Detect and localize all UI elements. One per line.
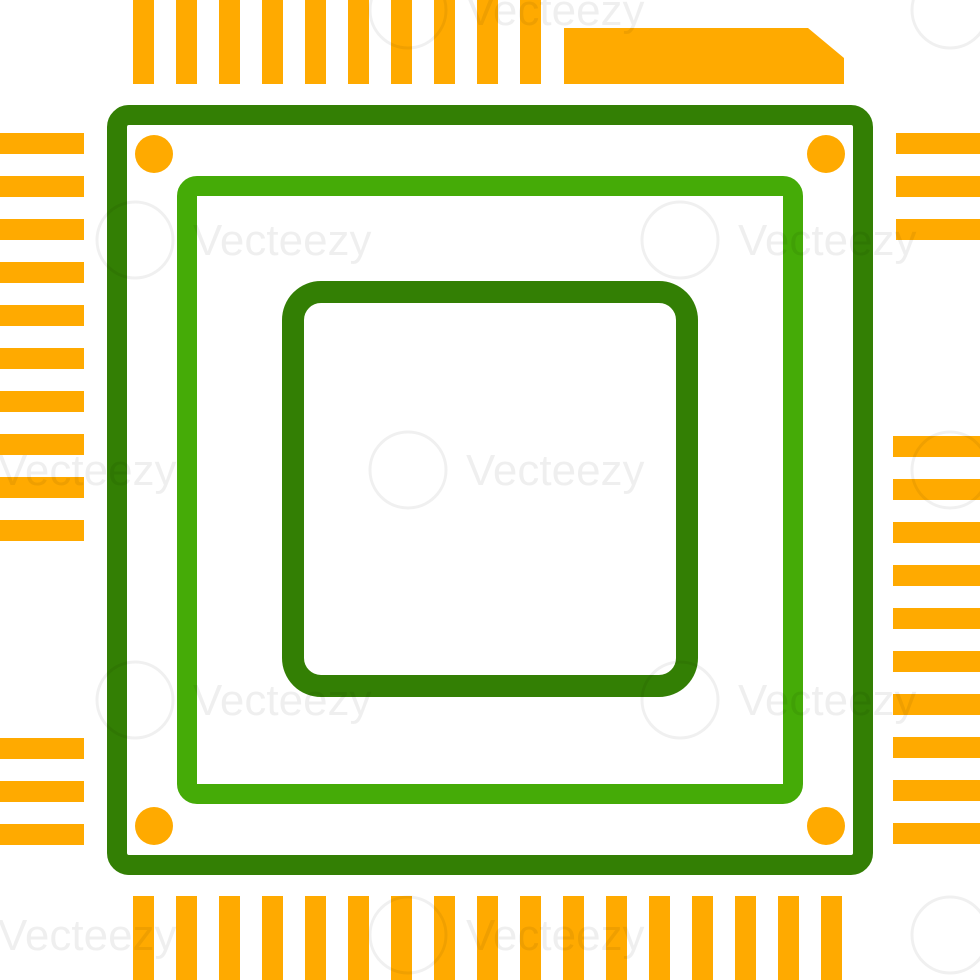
pin-left [0,176,84,197]
outer-frame [107,105,873,875]
pin-left [0,219,84,240]
pin-top [434,0,455,84]
pin-top [305,0,326,84]
pin-bottom [563,896,584,980]
pin-right-lower [893,608,980,629]
watermark-logo-icon [640,660,720,740]
watermark-tile: Vecteezy [640,200,917,280]
watermark-tile: Vecteezy [368,0,645,50]
watermark-text: Vecteezy [738,216,917,265]
corner-dots [135,135,845,845]
corner-dot [135,135,173,173]
pin-left [0,520,84,541]
watermark-text: Vecteezy [193,676,372,725]
pin-top [477,0,498,84]
watermark-logo-icon [368,0,448,50]
watermark-text: Vecteezy [466,446,645,495]
pin-bottom [262,896,283,980]
pin-left-lower [0,781,84,802]
watermark-tile: Vecteezy [910,895,980,975]
corner-dot [135,807,173,845]
pin-top [262,0,283,84]
pin-bottom [649,896,670,980]
pin-left [0,262,84,283]
pin-bottom [391,896,412,980]
watermark-text: Vecteezy [193,216,372,265]
watermark-tile: Vecteezy [0,446,177,495]
middle-frame [177,176,803,804]
watermark-text: Vecteezy [466,0,645,35]
pin-top [219,0,240,84]
watermark-logo-icon [95,660,175,740]
watermark-logo-icon [640,200,720,280]
pin-bottom [692,896,713,980]
pin-right-upper [896,219,980,240]
watermark-logo-icon [910,0,980,50]
watermark-tile: Vecteezy [910,0,980,50]
watermark-text: Vecteezy [0,911,177,960]
pin-bottom [434,896,455,980]
pin-bottom [348,896,369,980]
corner-dot [807,135,845,173]
pin-right-upper [896,133,980,154]
pin-bottom [176,896,197,980]
inner-die [282,281,698,697]
pin-right-lower [893,522,980,543]
pin-left-lower [0,738,84,759]
pin-top [348,0,369,84]
pin-top [520,0,541,84]
pin-left [0,133,84,154]
watermark-tile: Vecteezy [0,911,177,960]
pin-top [133,0,154,84]
watermark-logo-icon [910,430,980,510]
watermark-tile: Vecteezy [95,660,372,740]
pin-left [0,477,84,498]
watermark-logo-icon [95,200,175,280]
watermark-tile: Vecteezy [368,430,645,510]
watermark-tile: Vecteezy [910,430,980,510]
pin-left-lower [0,824,84,845]
pin-left [0,305,84,326]
pin-bottom [735,896,756,980]
corner-dot [807,807,845,845]
watermark-logo-icon [368,430,448,510]
pin-bottom [305,896,326,980]
pin-right-lower [893,479,980,500]
pin-bottom [821,896,842,980]
pin-right-lower [893,565,980,586]
pin-left [0,348,84,369]
pin-left [0,434,84,455]
pin-right-upper [896,176,980,197]
watermark-text: Vecteezy [466,911,645,960]
watermark-text: Vecteezy [0,446,177,495]
pin-bottom [520,896,541,980]
pin-right-lower [893,651,980,672]
pin-top [176,0,197,84]
pin-top [391,0,412,84]
pin-bottom [606,896,627,980]
pin-right-lower [893,780,980,801]
pin-bottom [219,896,240,980]
pin-right-lower [893,823,980,844]
pin-right-lower [893,737,980,758]
watermark-text: Vecteezy [738,676,917,725]
watermark-tile: Vecteezy [95,200,372,280]
watermark-logo-icon [368,895,448,975]
watermark-logo-icon [910,895,980,975]
watermark-tile: Vecteezy [368,895,645,975]
watermark-tile: Vecteezy [640,660,917,740]
pin-bottom [477,896,498,980]
pin-left [0,391,84,412]
orientation-notch [564,28,844,84]
pin-right-lower [893,436,980,457]
pin-right-lower [893,694,980,715]
pin-bottom [133,896,154,980]
pin-bottom [778,896,799,980]
